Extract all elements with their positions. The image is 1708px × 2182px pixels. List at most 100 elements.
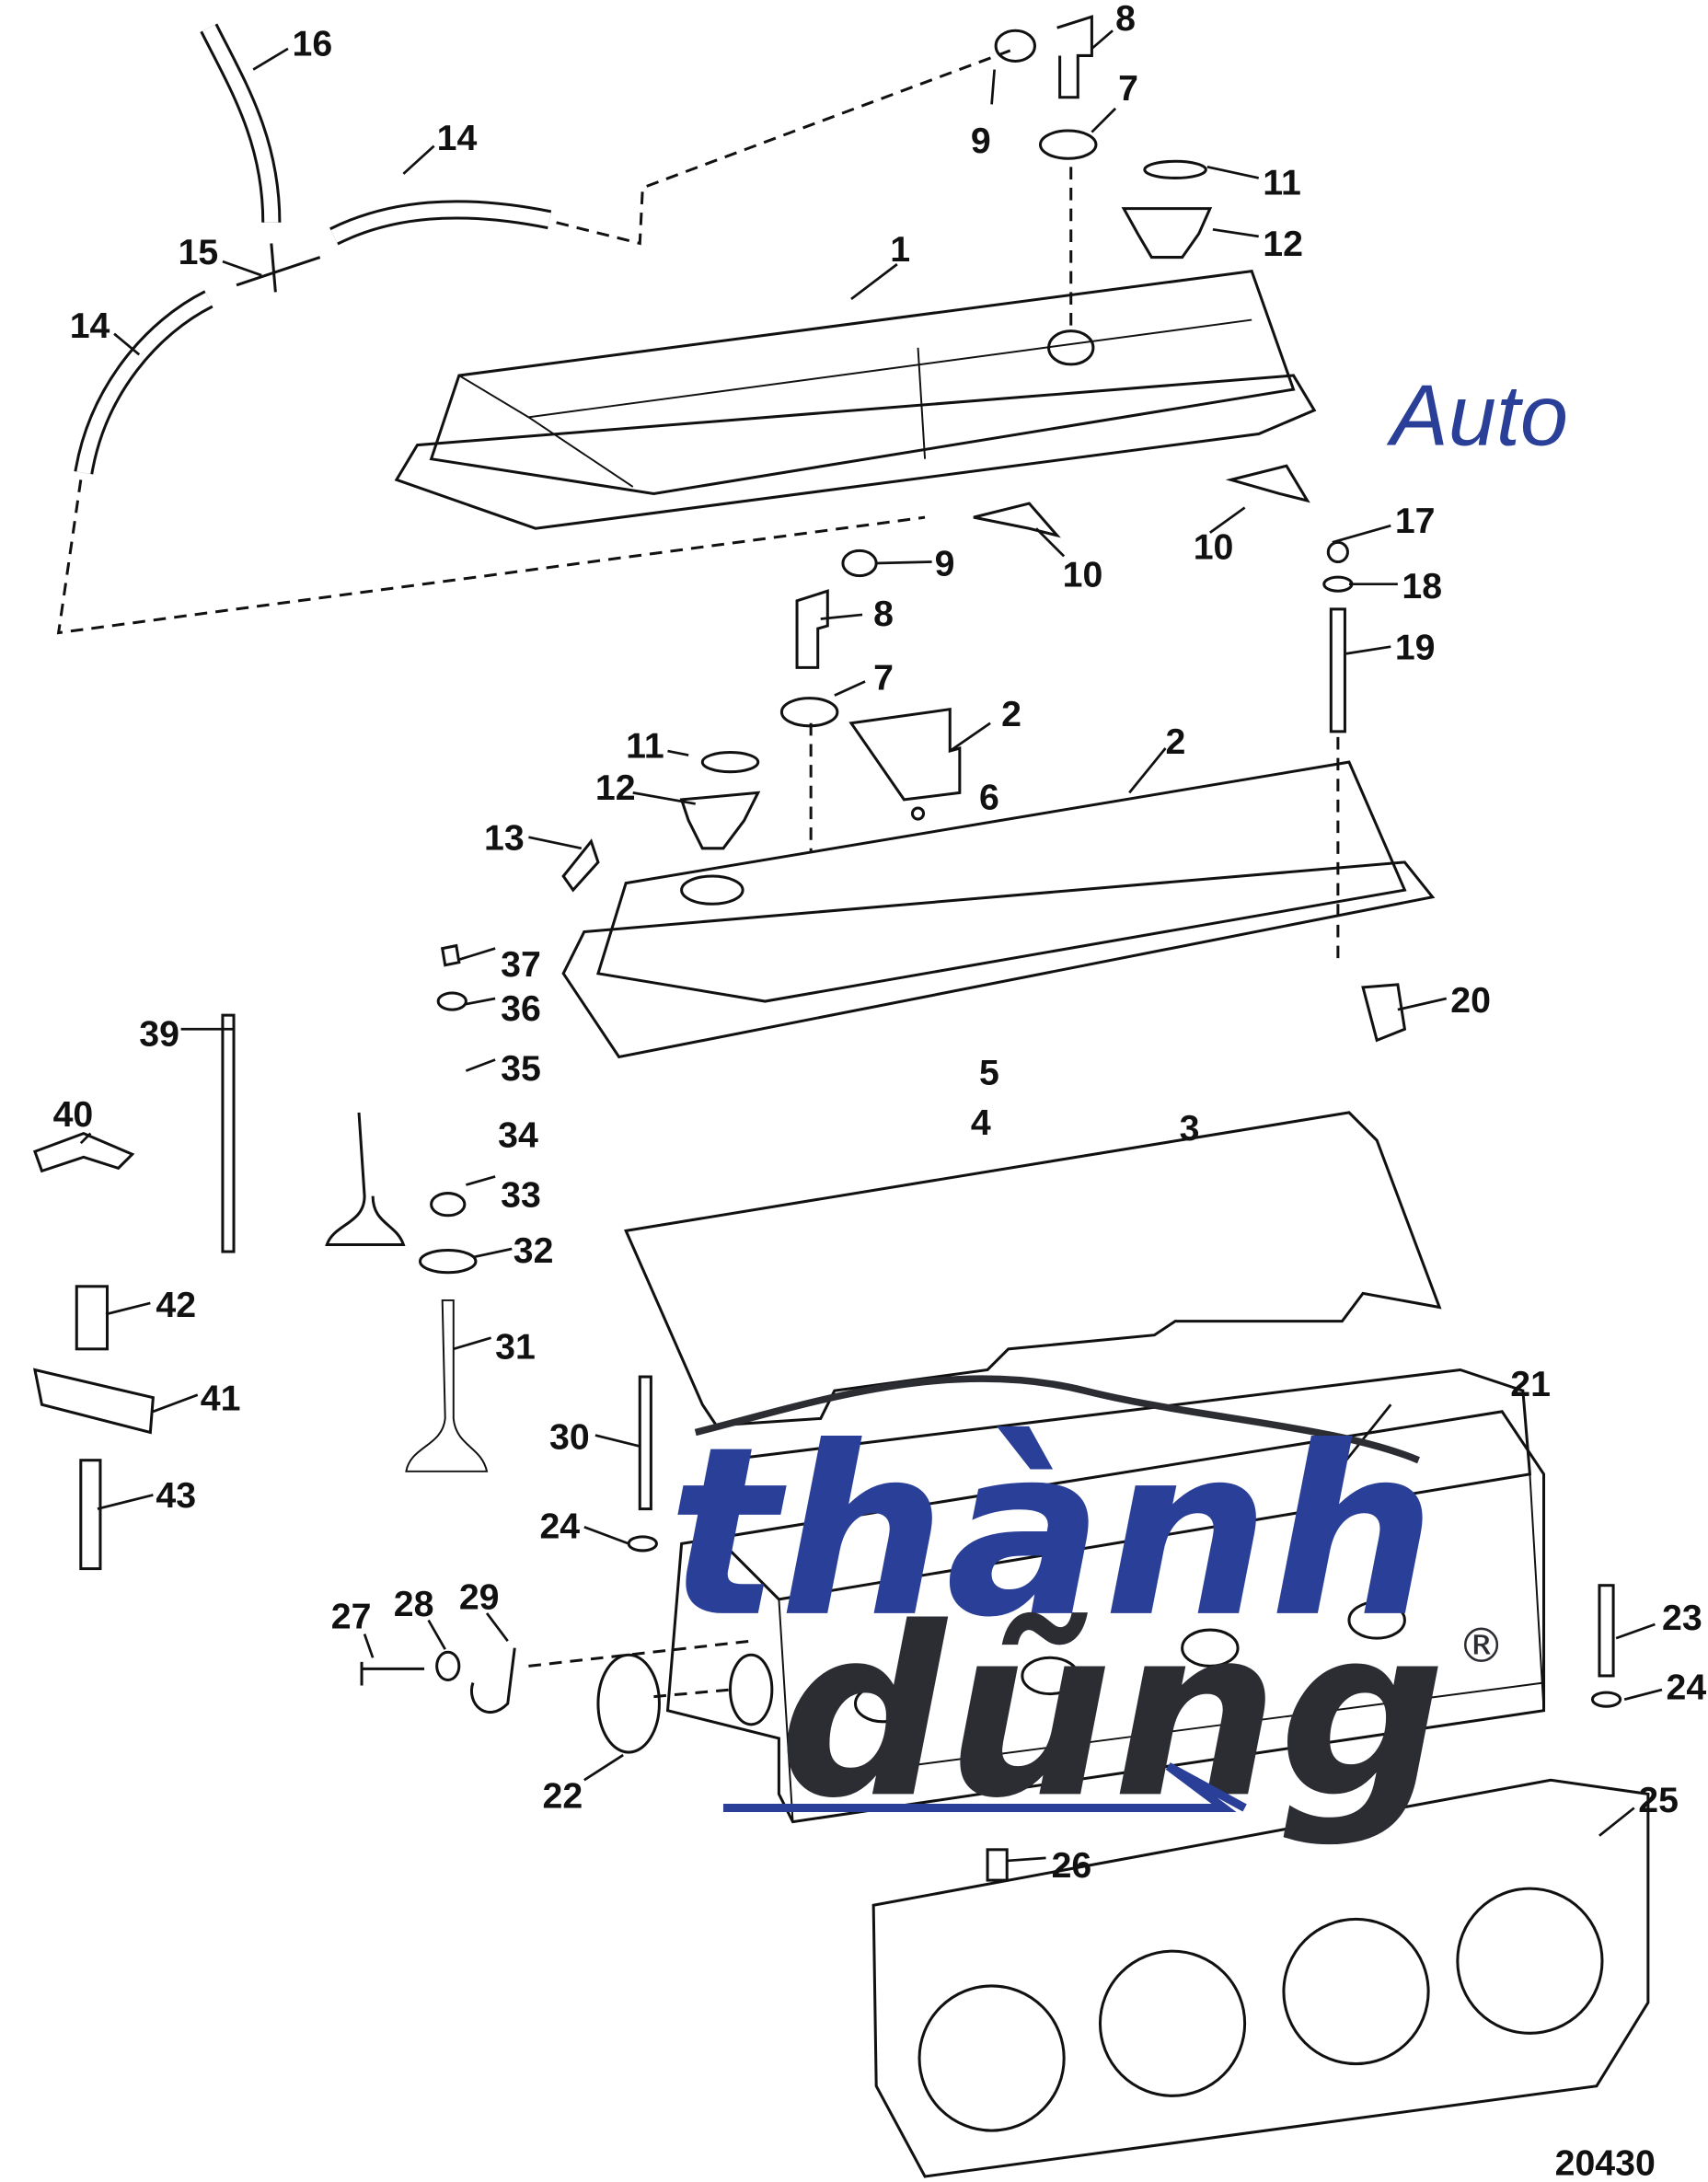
rocker-arm-41 [32, 1368, 155, 1435]
callout: 28 [394, 1584, 434, 1624]
clamp-9 [994, 29, 1036, 63]
stud-19 [1329, 607, 1346, 733]
callout: 10 [1063, 555, 1103, 595]
oil-cap-12 [1121, 207, 1213, 260]
callout: 1 [890, 229, 910, 270]
valve-31 [405, 1299, 489, 1472]
watermark-brand-main: thành [668, 1396, 1437, 1668]
callout: 2 [1001, 694, 1021, 734]
tee-fitting-15 [236, 243, 321, 293]
callout: 39 [139, 1013, 179, 1054]
washer-24 [627, 1535, 658, 1553]
washer-28 [435, 1650, 461, 1681]
shim-32 [419, 1249, 478, 1275]
callout: 4 [971, 1103, 991, 1143]
watermark-swoosh [694, 1375, 1420, 1464]
clip-10b [1225, 464, 1310, 503]
callout: 29 [459, 1576, 500, 1617]
valve-cover-gasket [624, 1111, 1442, 1427]
grommet-7b [779, 697, 839, 728]
callout: 10 [1194, 526, 1234, 567]
seal-33 [430, 1192, 467, 1218]
callout: 13 [484, 817, 525, 858]
head-gasket-25 [871, 1778, 1650, 2178]
clamp-9b [841, 548, 878, 578]
callout: 5 [979, 1053, 999, 1093]
hose-16 [200, 23, 282, 223]
hose-route-line-lower [56, 479, 926, 635]
callout: 33 [501, 1175, 541, 1216]
callout: 16 [292, 23, 332, 63]
clip-10 [973, 502, 1061, 538]
clip-29 [470, 1647, 516, 1714]
bolt-route-line [528, 1639, 752, 1699]
callout: 43 [156, 1475, 196, 1516]
stud-43 [79, 1459, 102, 1571]
callout: 12 [1263, 224, 1303, 264]
cylinder-head-21 [665, 1368, 1546, 1824]
watermark-logo: thành dũng Auto ® [668, 367, 1569, 1850]
hose-14-upper [329, 200, 552, 246]
callout: 12 [595, 768, 636, 808]
callout: 26 [1052, 1845, 1092, 1886]
callout: 7 [873, 658, 894, 698]
clip-20 [1361, 983, 1407, 1043]
callout: 40 [53, 1094, 94, 1135]
callout: 24 [539, 1506, 580, 1546]
valve-cover-1 [394, 270, 1317, 530]
callout: 32 [514, 1230, 554, 1271]
keeper-37 [440, 943, 461, 967]
callout: 3 [1180, 1108, 1200, 1149]
elbow-8 [1056, 15, 1093, 99]
hose-route-line [556, 47, 1016, 246]
callout: 11 [626, 726, 664, 767]
o-ring-11b [700, 751, 760, 774]
callout: 14 [437, 118, 478, 158]
registered-mark: ® [1458, 1619, 1505, 1674]
callout-labels: 16 14 8 9 7 11 12 1 15 14 17 9 10 10 18 … [53, 0, 1707, 2182]
callout: 37 [501, 944, 541, 985]
washer-18 [1322, 575, 1354, 593]
bolt-27 [360, 1661, 425, 1686]
figure-number: 20430 [1555, 2142, 1656, 2182]
valve-intake [325, 1112, 406, 1246]
washer-24b [1590, 1691, 1622, 1708]
callout: 17 [1395, 501, 1436, 541]
leader-lines [79, 29, 1663, 1863]
callout: 20 [1450, 980, 1491, 1021]
callout: 36 [501, 988, 541, 1029]
callout: 35 [501, 1048, 541, 1089]
callout: 23 [1662, 1598, 1702, 1638]
grommet-7 [1038, 129, 1098, 160]
callout: 19 [1395, 627, 1436, 667]
callout: 22 [543, 1775, 583, 1816]
watermark-suffix: Auto [1386, 367, 1568, 464]
callout: 11 [1263, 163, 1301, 203]
grommet-6 [910, 806, 926, 821]
callout: 42 [156, 1285, 196, 1325]
callout: 30 [549, 1417, 590, 1458]
plug-22 [596, 1653, 661, 1754]
callout: 31 [495, 1326, 536, 1367]
callout: 41 [201, 1378, 241, 1418]
guide-plate-40 [33, 1131, 135, 1173]
nut-17 [1326, 540, 1349, 564]
callout: 24 [1667, 1668, 1707, 1708]
nut-42 [75, 1285, 110, 1351]
hose-14-lower [74, 290, 214, 475]
bracket-13 [561, 838, 600, 893]
callout: 8 [1115, 0, 1136, 39]
callout: 21 [1510, 1364, 1551, 1404]
callout: 34 [498, 1115, 538, 1156]
callout: 15 [179, 232, 219, 272]
callout: 8 [873, 594, 894, 634]
callout: 7 [1118, 68, 1138, 109]
callout: 18 [1402, 566, 1442, 606]
retainer-36 [436, 991, 467, 1011]
valve-cover-2 [561, 760, 1436, 1059]
pushrod-39 [221, 1013, 236, 1253]
callout: 27 [331, 1597, 372, 1637]
callout: 2 [1165, 722, 1185, 762]
